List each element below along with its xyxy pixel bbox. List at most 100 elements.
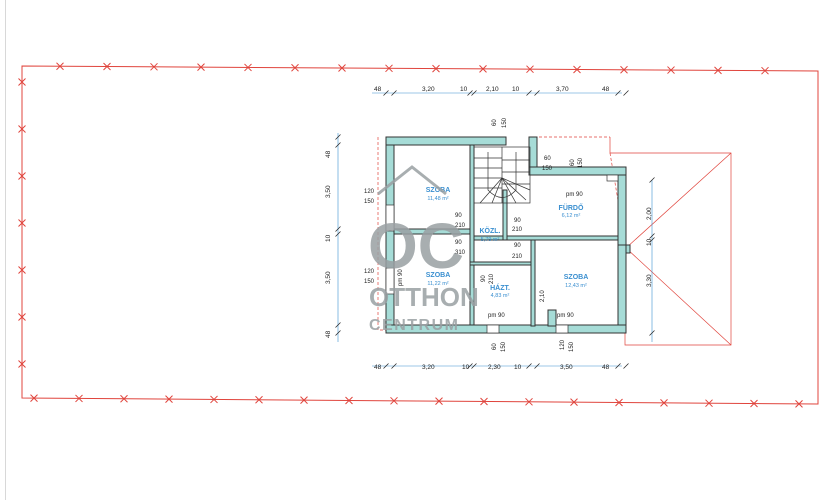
boundary-x-mark [432, 64, 440, 73]
drawing-sheet [5, 0, 827, 500]
dimensions-top: 48 3,20 10 2,10 10 3,70 48 [374, 86, 610, 93]
dimension-lines [337, 92, 653, 367]
dimension-tick [335, 226, 341, 232]
door-label: pm 90 [566, 192, 583, 198]
dimension-tick [615, 90, 621, 96]
dim-left-3: 3,50 [325, 271, 332, 284]
door-label: 120 [560, 339, 566, 350]
door-label: 90 [514, 243, 521, 249]
door-label: 150 [502, 117, 508, 128]
boundary-x-mark [385, 64, 393, 73]
windows [385, 174, 619, 334]
boundary-x-mark [667, 66, 675, 74]
dimension-tick [391, 90, 397, 96]
dimension-tick [649, 237, 655, 243]
room-name-furdo: FÜRDŐ [559, 203, 584, 212]
boundary-x-mark [345, 396, 353, 405]
door-label: 310 [455, 250, 466, 256]
door-label: 90 [455, 240, 462, 246]
boundary-x-mark [795, 400, 803, 408]
boundary-x-mark [150, 62, 158, 71]
dim-left-1: 3,50 [325, 185, 332, 198]
boundary-x-mark [291, 63, 299, 72]
dim-bottom-5: 3,50 [560, 364, 573, 371]
boundary-x-mark [525, 397, 533, 406]
door-label: 150 [569, 341, 575, 352]
boundary-x-mark [18, 266, 26, 274]
opening-labels: 60 150 60 150 60 150 pm 90 120 150 90 21… [364, 117, 584, 352]
dim-bottom-0: 48 [374, 364, 382, 371]
dimension-tick [471, 90, 477, 96]
dim-bottom-4: 10 [514, 364, 522, 371]
boundary-x-mark [18, 313, 26, 321]
boundary-x-mark [338, 64, 346, 72]
room-area-kozl: 5,79 m² [481, 237, 500, 243]
dimensions-bottom: 48 3,20 10 2,30 10 3,50 48 [374, 364, 610, 371]
dim-top-5: 3,70 [556, 86, 569, 93]
door-label: 150 [542, 166, 553, 172]
boundary-x-mark [75, 394, 83, 403]
dimension-tick [391, 363, 397, 369]
door-label: 150 [364, 279, 375, 285]
dim-top-1: 3,20 [422, 86, 435, 93]
dim-bottom-2: 10 [462, 364, 470, 371]
dim-left-4: 48 [325, 330, 332, 338]
dim-top-4: 10 [512, 86, 520, 93]
dimensions-right: 2,00 10 3,30 [646, 207, 653, 287]
dimension-tick [383, 90, 389, 96]
dim-top-0: 48 [374, 86, 382, 93]
dimension-tick [335, 322, 341, 328]
dimension-tick [623, 90, 629, 96]
door-label: 210 [512, 254, 523, 260]
boundary-x-mark [390, 396, 398, 405]
door-label: 120 [364, 189, 375, 195]
watermark-line2: CENTRUM [369, 317, 460, 334]
dimension-tick [471, 363, 477, 369]
boundary-x-mark [620, 65, 628, 74]
boundary-x-mark [660, 398, 668, 407]
plot-boundary [18, 62, 819, 408]
door-label: 120 [364, 269, 375, 275]
door-label: pm 90 [488, 313, 505, 319]
door-label: pm 90 [557, 313, 574, 319]
room-name-szoba-top: SZOBA [426, 187, 451, 194]
dim-right-2: 3,30 [646, 274, 653, 287]
walls [385, 136, 631, 334]
room-name-kozl: KÖZL. [480, 226, 501, 235]
dimension-tick [615, 363, 621, 369]
door-label: 90 [481, 275, 487, 282]
dimension-tick [649, 330, 655, 336]
dim-bottom-6: 48 [602, 364, 610, 371]
door-label: 60 [492, 343, 498, 350]
door-label: 150 [364, 199, 375, 205]
boundary-x-mark [255, 395, 263, 404]
door-label: 60 [492, 119, 498, 126]
door-label: pm 90 [398, 269, 404, 286]
door-label: 210 [489, 273, 495, 284]
dim-top-3: 2,10 [486, 86, 499, 93]
room-area-szoba-bottom-left: 11,22 m² [427, 281, 448, 287]
dimension-tick [335, 134, 341, 140]
dimension-tick [623, 363, 629, 369]
boundary-x-mark [120, 394, 128, 403]
dim-top-2: 10 [460, 86, 468, 93]
dimension-tick [467, 363, 473, 369]
dimension-tick [534, 363, 540, 369]
dim-bottom-1: 3,20 [422, 364, 435, 371]
door-label: 60 [570, 159, 576, 166]
dim-top-6: 48 [602, 86, 610, 93]
dimension-tick [534, 90, 540, 96]
room-labels: SZOBA 11,48 m² SZOBA 11,22 m² KÖZL. 5,79… [426, 187, 589, 299]
plot-boundary-marks [18, 62, 803, 408]
room-name-haztart: HÁZT. [490, 283, 510, 292]
boundary-x-mark [435, 397, 443, 405]
watermark-monogram: OC [368, 210, 464, 282]
room-area-haztart: 4,83 m² [491, 293, 510, 299]
door-label: 150 [578, 157, 584, 168]
boundary-x-mark [18, 360, 26, 368]
door-label: 90 [514, 218, 521, 224]
dimension-tick [526, 90, 532, 96]
boundary-x-mark [56, 62, 64, 71]
staircase [473, 146, 531, 204]
